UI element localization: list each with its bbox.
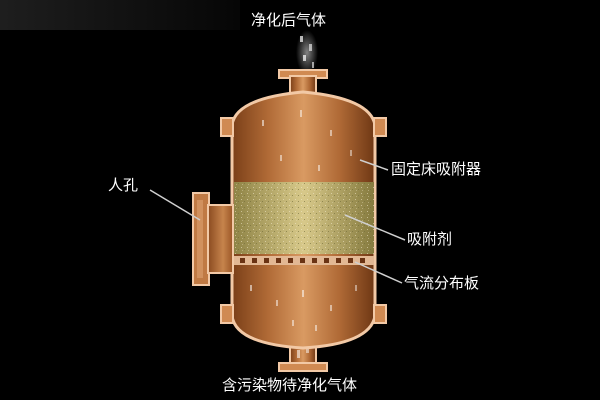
inlet-gas-label: 含污染物待净化气体 [222, 376, 358, 394]
vessel-label: 固定床吸附器 [391, 160, 482, 178]
manhole-label: 人孔 [108, 176, 139, 194]
distribution-plate [234, 256, 374, 265]
leader-lines [149, 159, 406, 284]
watermark-band [0, 0, 240, 30]
outlet-gas-label: 净化后气体 [251, 11, 327, 29]
outlet-gas-stream [296, 30, 318, 75]
gas-particles [250, 110, 357, 331]
adsorbent-label: 吸附剂 [407, 230, 453, 248]
distribution-plate-label: 气流分布板 [404, 274, 480, 292]
manhole [192, 192, 234, 286]
